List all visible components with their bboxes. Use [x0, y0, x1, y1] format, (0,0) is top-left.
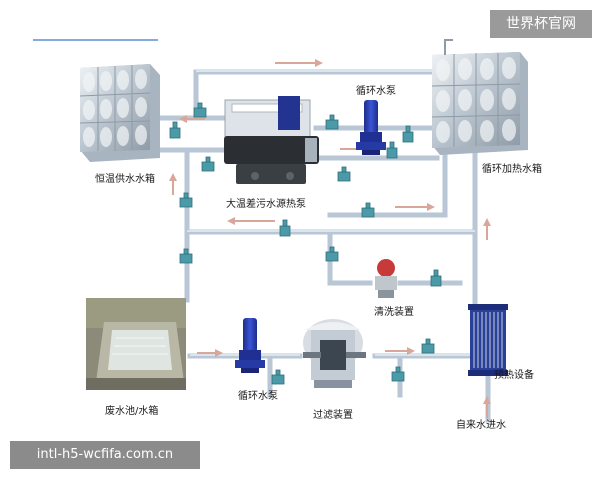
constant-temp-tank [80, 64, 160, 162]
valve-1 [170, 122, 180, 138]
watermark-top: 世界杯官网 [490, 10, 592, 38]
label-filter-device: 过滤装置 [313, 408, 353, 421]
valve-13 [431, 270, 441, 286]
label-heat-pump: 大温差污水源热泵 [226, 197, 306, 210]
valve-8 [338, 167, 350, 181]
label-circulation-heating-tank: 循环加热水箱 [482, 162, 542, 175]
valve-11 [180, 249, 192, 263]
preheat-equipment [468, 304, 508, 376]
label-wastewater-pool: 废水池/水箱 [105, 404, 158, 417]
valve-7 [387, 142, 397, 158]
filter-device [303, 319, 366, 388]
valve-9 [280, 220, 290, 236]
cleaning-device [375, 259, 397, 298]
valve-15 [272, 370, 284, 384]
arrow-up-right [483, 218, 491, 240]
arrow-mid-right [395, 203, 435, 211]
wastewater-pool [86, 298, 186, 390]
label-circulation-pump-bottom: 循环水泵 [238, 389, 278, 402]
circulation-pump-bottom [235, 318, 265, 373]
label-cleaning-device: 清洗装置 [374, 305, 414, 318]
circulation-heating-tank [432, 40, 528, 155]
arrow-mid-left [227, 217, 275, 225]
watermark-bottom: intl-h5-wcfifa.com.cn [10, 441, 200, 469]
valve-14 [422, 339, 434, 353]
arrow-top-right [275, 59, 323, 67]
arrow-up-left [169, 173, 177, 195]
heat-pump-unit [224, 96, 319, 184]
label-preheat-equipment: 预热设备 [494, 368, 534, 381]
valve-4 [180, 193, 192, 207]
label-constant-temp-tank: 恒温供水水箱 [95, 172, 155, 185]
valve-5 [326, 115, 338, 129]
label-tap-water-inlet: 自来水进水 [456, 418, 506, 431]
label-circulation-pump-top: 循环水泵 [356, 84, 396, 97]
valve-10 [362, 203, 374, 217]
valve-3 [202, 157, 214, 171]
